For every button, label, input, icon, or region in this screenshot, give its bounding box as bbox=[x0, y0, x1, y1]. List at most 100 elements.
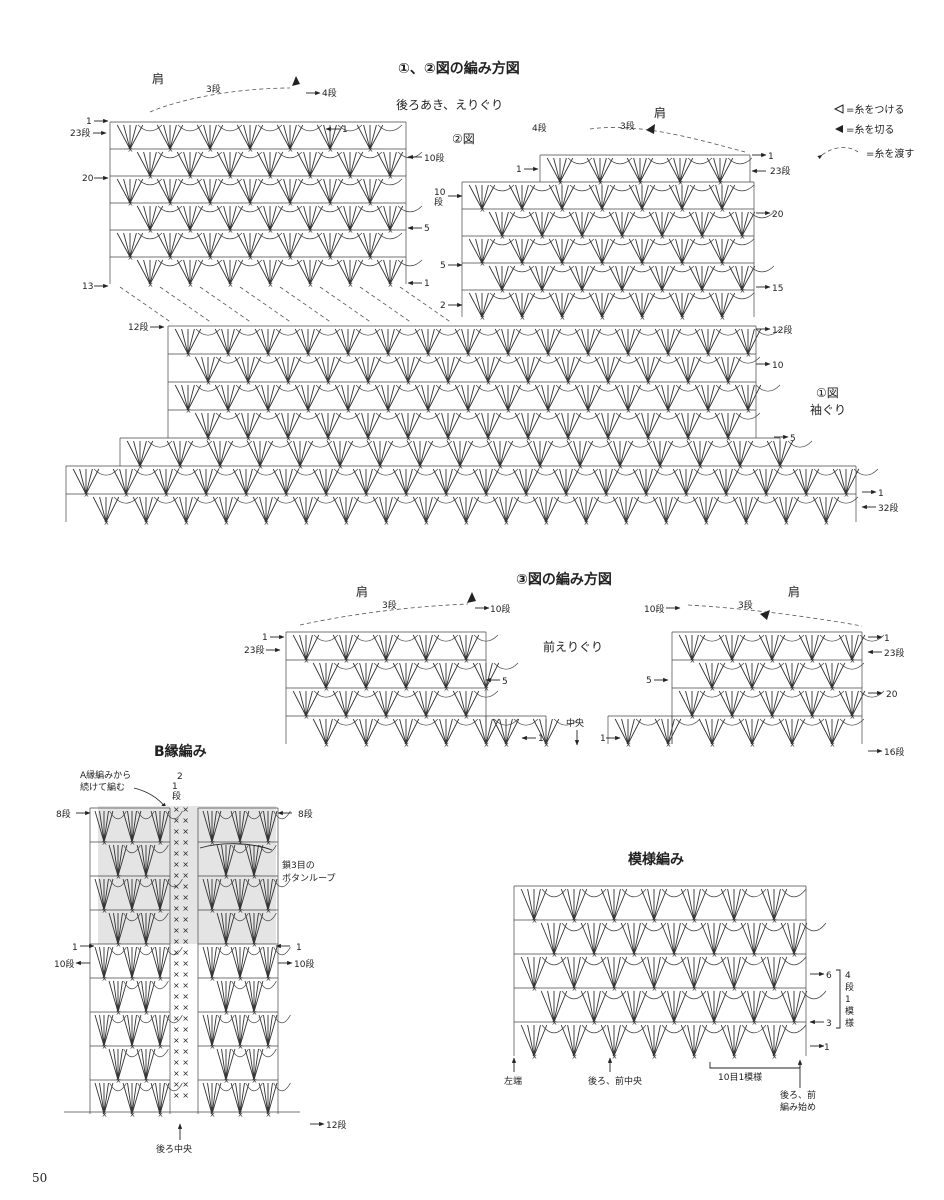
svg-text:×: × bbox=[130, 1043, 136, 1051]
fan-stitch: × bbox=[646, 440, 693, 471]
fan-stitch: × bbox=[174, 384, 221, 415]
single-crochet: × × bbox=[173, 1025, 189, 1034]
svg-text:×: × bbox=[700, 233, 706, 241]
svg-text:×: × bbox=[504, 519, 510, 527]
row-label: 20 bbox=[772, 210, 784, 220]
fan-stitch: × bbox=[72, 468, 119, 499]
svg-text:×: × bbox=[710, 685, 716, 693]
fan-stitch: × bbox=[272, 468, 319, 499]
fan-stitch: × bbox=[832, 468, 879, 499]
svg-text:×: × bbox=[148, 281, 154, 289]
svg-text:×: × bbox=[720, 314, 726, 322]
fan-stitch: × bbox=[214, 384, 261, 415]
stitch-grid-pattern: ××××××××××××××××××××××××××××××××××× bbox=[513, 885, 827, 1061]
svg-text:×: × bbox=[504, 741, 510, 749]
svg-text:×: × bbox=[626, 351, 632, 359]
fan-stitch: × bbox=[446, 440, 493, 471]
svg-text:×: × bbox=[418, 463, 424, 471]
svg-text:×: × bbox=[544, 741, 550, 749]
cut-yarn-marker-left bbox=[467, 592, 476, 603]
row-label: 1 bbox=[262, 633, 268, 643]
fan-stitch: × bbox=[196, 178, 243, 208]
fan-stitch: × bbox=[706, 157, 753, 187]
fan-stitch: × bbox=[294, 384, 341, 415]
fan-stitch: × bbox=[614, 384, 661, 415]
svg-text:×: × bbox=[526, 435, 532, 443]
fan-stitch: × bbox=[332, 634, 379, 665]
fan-stitch: × bbox=[192, 468, 239, 499]
fan-stitch: × bbox=[356, 178, 403, 208]
svg-text:×: × bbox=[168, 200, 174, 208]
svg-text:×: × bbox=[138, 463, 144, 471]
svg-text:×: × bbox=[672, 951, 678, 959]
fan-stitch: × bbox=[520, 888, 567, 925]
fan-stitch: × bbox=[760, 956, 807, 993]
fan-stitch: × bbox=[674, 412, 721, 443]
fan-stitch: × bbox=[256, 205, 303, 235]
fan-stitch: × bbox=[216, 205, 263, 235]
svg-text:×: × bbox=[784, 519, 790, 527]
svg-text:×: × bbox=[304, 713, 310, 721]
fan-stitch: × bbox=[94, 946, 127, 983]
row-label: 3段 bbox=[620, 120, 635, 132]
fan-stitch: × bbox=[528, 211, 575, 241]
single-crochet: × × bbox=[173, 970, 189, 979]
connector-dashes bbox=[119, 286, 453, 324]
svg-text:×: × bbox=[572, 985, 578, 993]
svg-text:×: × bbox=[248, 200, 254, 208]
svg-text:×: × bbox=[612, 985, 618, 993]
svg-text:×: × bbox=[660, 233, 666, 241]
svg-text:×: × bbox=[210, 839, 216, 847]
svg-text:×: × bbox=[368, 146, 374, 154]
fan-stitch: × bbox=[258, 1082, 291, 1119]
fan-stitch: × bbox=[286, 440, 333, 471]
single-crochet: × × bbox=[173, 992, 189, 1001]
fan-stitch: × bbox=[314, 412, 361, 443]
fan-stitch: × bbox=[452, 634, 499, 665]
fan-stitch: × bbox=[632, 468, 679, 499]
row-label: 1 bbox=[86, 117, 92, 127]
fan-stitch: × bbox=[216, 844, 249, 881]
fan-stitch: × bbox=[640, 888, 687, 925]
svg-text:×: × bbox=[532, 917, 538, 925]
fan-stitch: × bbox=[818, 662, 865, 693]
svg-text:×: × bbox=[406, 379, 412, 387]
repeat-brace bbox=[836, 969, 841, 1029]
shoulder-pass-right bbox=[589, 127, 746, 153]
svg-text:×: × bbox=[666, 741, 672, 749]
stitch-grid-fig2-right: ×××××××××××××××××××××××××××××××××××××××× bbox=[461, 154, 775, 322]
cut-yarn-marker-left bbox=[292, 76, 300, 86]
svg-text:×: × bbox=[720, 206, 726, 214]
svg-text:×: × bbox=[368, 200, 374, 208]
fan-stitch: × bbox=[376, 259, 423, 289]
fan-stitch: × bbox=[778, 718, 825, 749]
svg-text:×: × bbox=[480, 314, 486, 322]
row-label: 10 bbox=[434, 188, 446, 198]
svg-text:×: × bbox=[720, 260, 726, 268]
fan-stitch: × bbox=[126, 440, 173, 471]
fan-stitch: × bbox=[352, 468, 399, 499]
fan-stitch: × bbox=[150, 1014, 183, 1051]
svg-text:×: × bbox=[144, 873, 150, 881]
fan-stitch: × bbox=[432, 468, 479, 499]
single-crochet: × × bbox=[173, 805, 189, 814]
stitch-grid-fig1: ××××××××××××××××××××××××××××××××××××××××… bbox=[65, 325, 879, 527]
svg-text:×: × bbox=[604, 491, 610, 499]
svg-text:×: × bbox=[560, 260, 566, 268]
svg-text:×: × bbox=[724, 491, 730, 499]
fan-stitch: × bbox=[668, 184, 715, 214]
svg-text:×: × bbox=[248, 254, 254, 262]
fan-stitch: × bbox=[508, 292, 555, 322]
fan-stitch: × bbox=[472, 468, 519, 499]
fan-stitch: × bbox=[232, 468, 279, 499]
fan-stitch: × bbox=[236, 124, 283, 154]
fan-stitch: × bbox=[216, 980, 249, 1017]
fan-stitch: × bbox=[728, 265, 775, 295]
single-crochet: × × bbox=[173, 816, 189, 825]
svg-text:×: × bbox=[238, 839, 244, 847]
svg-text:×: × bbox=[224, 1077, 230, 1085]
fan-stitch: × bbox=[326, 440, 373, 471]
shaded-area bbox=[98, 806, 276, 944]
fan-stitch: × bbox=[412, 496, 459, 527]
fan-stitch: × bbox=[552, 468, 599, 499]
